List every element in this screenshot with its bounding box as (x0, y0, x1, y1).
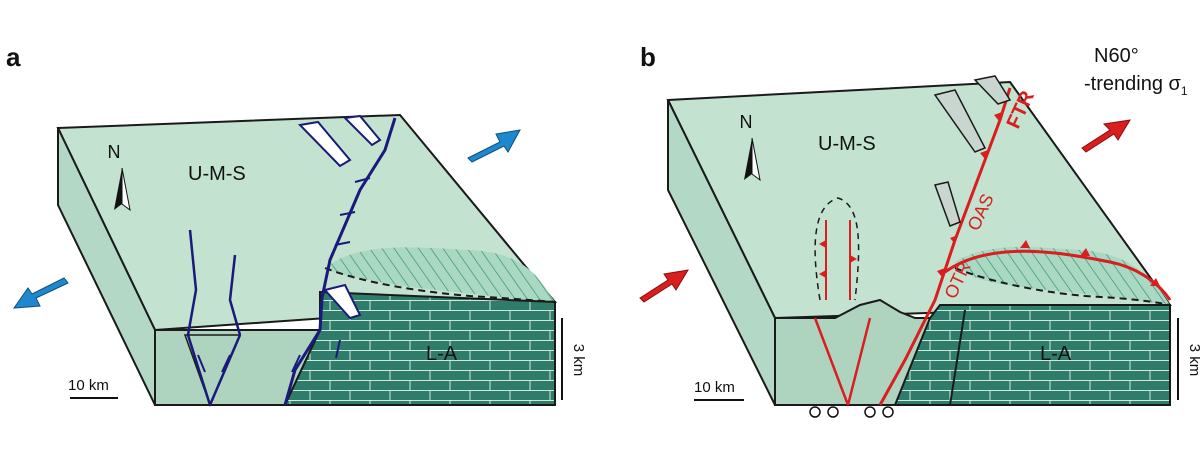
panel-b-label: b (640, 42, 656, 72)
panel-a-graben-fault-left (186, 229, 198, 336)
panel-a: a N U-M-S L (6, 42, 587, 408)
panel-b: b (639, 42, 1200, 418)
panel-b-front-fault (949, 309, 966, 406)
panel-a-north-label: N (108, 142, 121, 162)
panel-b-dome-teeth (819, 240, 857, 278)
panel-a-main-fault (283, 117, 397, 406)
panel-b-compression-arrow-ne (1081, 119, 1131, 153)
panel-a-scale-v-label: 3 km (570, 344, 587, 377)
panel-b-dome-outline (814, 197, 860, 301)
panel-b-upper-unit-label: U-M-S (818, 133, 876, 155)
panel-a-graben-face-faults (186, 334, 242, 406)
panel-a-fault-tick-1 (334, 177, 371, 246)
panel-a-front-limestone (283, 290, 556, 406)
panel-a-hatched-outcrop (325, 247, 555, 302)
panel-a-graben-fault-right (228, 254, 242, 336)
panel-a-label: a (6, 42, 21, 72)
panel-a-extension-arrow-ne (467, 129, 521, 163)
panel-a-fault-sliver-2 (342, 114, 382, 147)
panel-b-outcrop-boundary (954, 267, 1171, 306)
panel-a-slip-arrows (197, 339, 341, 373)
panel-b-front-limestone (893, 304, 1171, 406)
panel-b-stress-subscript: 1 (1181, 84, 1188, 98)
panel-b-fault-sliver-3 (934, 181, 961, 227)
panel-b-compression-arrow-sw (639, 269, 689, 303)
panel-a-north-arrow: N (108, 142, 131, 212)
panel-b-out-of-page-symbols (809, 406, 894, 418)
panel-a-fault-sliver-3 (323, 283, 362, 320)
panel-b-stress-line1: N60° (1094, 45, 1139, 67)
panel-a-extension-arrow-sw (12, 277, 69, 309)
panel-b-north-arrow: N (740, 112, 761, 182)
panel-b-lower-unit-label: L-A (1040, 343, 1072, 365)
panel-b-front-fold-faults (813, 317, 872, 406)
panel-b-scale-horizontal: 10 km (694, 379, 744, 401)
panel-b-front-upper-unit (774, 298, 942, 406)
panel-a-scale-horizontal: 10 km (68, 377, 118, 399)
panel-b-thrust-teeth (937, 112, 1002, 277)
panel-b-stress-line2: -trending σ1 (1084, 73, 1188, 98)
panel-b-hatched-outcrop (955, 246, 1170, 305)
panel-b-scale-h-label: 10 km (694, 379, 735, 396)
panel-b-fault-sliver-2 (973, 75, 1012, 105)
panel-b-scale-vertical: 3 km (1177, 318, 1200, 400)
panel-b-scale-v-label: 3 km (1186, 344, 1200, 377)
panel-a-scale-vertical: 3 km (561, 318, 587, 400)
panel-a-scale-h-label: 10 km (68, 377, 109, 394)
panel-b-fault-sliver-1 (933, 89, 987, 153)
panel-b-north-label: N (740, 112, 753, 132)
panel-a-lower-unit-label: L-A (426, 343, 458, 365)
panel-a-fault-sliver-1 (297, 120, 352, 168)
panel-a-upper-unit-label: U-M-S (188, 163, 246, 185)
